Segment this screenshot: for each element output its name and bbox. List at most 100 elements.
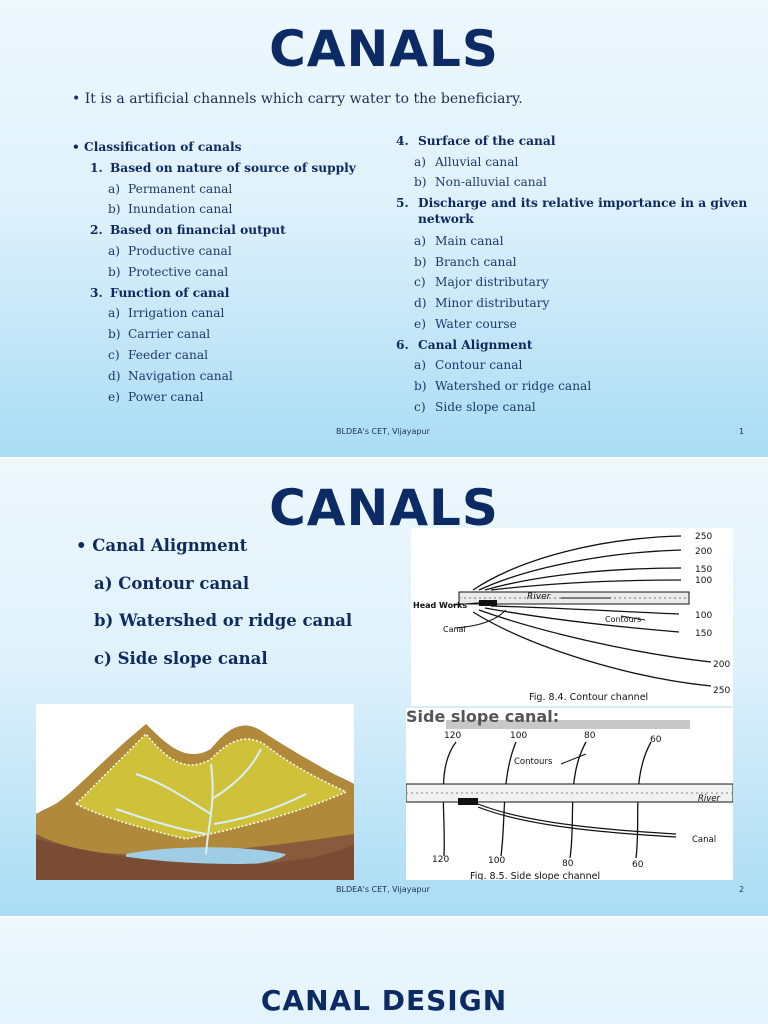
- list-marker: e): [108, 389, 120, 404]
- list-marker: d): [108, 368, 121, 383]
- intro-bullet: • It is a artificial channels which carr…: [72, 91, 523, 107]
- slide-title: CANALS: [269, 479, 499, 537]
- classification-item: b) Protective canal: [108, 265, 228, 279]
- classification-item: a) Irrigation canal: [108, 306, 224, 320]
- classification-item: a) Productive canal: [108, 244, 232, 258]
- classification-item: e) Power canal: [108, 390, 204, 404]
- figure-caption: Fig. 8.4. Contour channel: [529, 692, 648, 703]
- list-marker: c): [108, 348, 120, 362]
- contour-value-bottom: 120: [432, 855, 449, 865]
- list-text: Navigation canal: [128, 368, 233, 383]
- list-text: Contour canal: [435, 358, 523, 372]
- classification-heading: 5. Discharge and its relative importance …: [396, 196, 747, 210]
- list-marker: b): [108, 202, 121, 217]
- list-text: Function of canal: [110, 285, 230, 300]
- contour-channel-figure: 250 200 150 100 100 150 200 250 River He…: [411, 528, 733, 706]
- classification-item: b) Inundation canal: [108, 202, 232, 216]
- list-marker: 5.: [396, 196, 409, 210]
- list-text: Irrigation canal: [128, 306, 225, 321]
- list-text: Non-alluvial canal: [435, 175, 547, 189]
- list-text: Based on nature of source of supply: [110, 160, 356, 175]
- side-slope-channel-figure: Side slope canal: 120 100 80 60 120 100 …: [406, 708, 733, 880]
- slide-title: CANAL DESIGN: [260, 984, 508, 1017]
- list-marker: a): [108, 306, 121, 321]
- classification-item: b) Carrier canal: [108, 327, 210, 341]
- list-marker: b): [414, 175, 427, 189]
- list-marker: 4.: [396, 134, 409, 148]
- list-marker: b): [108, 264, 121, 279]
- list-text: Alluvial canal: [435, 155, 519, 169]
- list-text: Branch canal: [435, 255, 517, 269]
- contours-label: Contours: [514, 757, 553, 767]
- list-text: Minor distributary: [435, 296, 550, 310]
- classification-item: c) Feeder canal: [108, 348, 208, 362]
- list-text: network: [418, 212, 474, 226]
- contour-channel-diagram: 250 200 150 100 100 150 200 250 River He…: [413, 532, 730, 703]
- alignment-item: c) Side slope canal: [94, 649, 268, 668]
- classification-item: a)Alluvial canal: [414, 155, 518, 169]
- terrain-illustration: [36, 724, 354, 880]
- contour-label-bottom: 150: [695, 629, 712, 639]
- list-text: Main canal: [435, 234, 504, 248]
- classification-item: e) Water course: [414, 317, 517, 331]
- slide-footer: BLDEA's CET, Vijayapur: [336, 885, 430, 894]
- contour-label-top: 100: [695, 576, 712, 586]
- slide-1: CANALS • It is a artificial channels whi…: [0, 0, 768, 457]
- contour-value-top: 120: [444, 731, 461, 741]
- list-text: Based on financial output: [110, 223, 286, 238]
- list-text: Power canal: [128, 389, 204, 404]
- contour-label-bottom: 200: [713, 660, 730, 670]
- slide-footer: BLDEA's CET, Vijayapur: [336, 427, 430, 436]
- contour-value-bottom: 100: [488, 856, 505, 866]
- list-text: Feeder canal: [128, 348, 209, 362]
- list-marker: b): [414, 379, 427, 393]
- list-text: Canal Alignment: [418, 338, 533, 352]
- classification-item: b) Non-alluvial canal: [414, 175, 547, 189]
- classification-item: c)Side slope canal: [414, 400, 536, 414]
- contours-label: Contours: [605, 615, 641, 624]
- contour-value-top: 60: [650, 735, 662, 745]
- list-marker: •: [72, 140, 80, 154]
- classification-item: d) Navigation canal: [108, 369, 233, 383]
- alignment-item: b) Watershed or ridge canal: [94, 611, 353, 630]
- watershed-terrain-image: [36, 704, 354, 880]
- list-marker: a): [414, 234, 427, 248]
- list-text: Watershed or ridge canal: [435, 379, 592, 393]
- list-marker: b): [108, 327, 121, 342]
- list-marker: a): [108, 181, 121, 196]
- list-marker: b): [414, 255, 427, 269]
- classification-heading: 6. Canal Alignment: [396, 338, 532, 352]
- classification-item: b) Branch canal: [414, 255, 517, 269]
- list-text: Major distributary: [435, 275, 549, 289]
- head-works-label: Head Works: [413, 601, 467, 610]
- classification-heading: network: [396, 212, 474, 226]
- list-marker: 1.: [90, 160, 103, 175]
- page-number: 2: [739, 885, 745, 894]
- list-text: Inundation canal: [128, 202, 233, 217]
- contour-value-top: 80: [584, 731, 596, 741]
- classification-item: b) Watershed or ridge canal: [414, 379, 591, 393]
- list-text: Surface of the canal: [418, 134, 556, 148]
- list-text: Discharge and its relative importance in…: [418, 196, 748, 210]
- classification-heading: 3.Function of canal: [90, 286, 229, 300]
- list-text: Classification of canals: [84, 140, 242, 154]
- list-marker: 2.: [90, 223, 103, 238]
- classification-item: a) Main canal: [414, 234, 503, 248]
- classification-heading: 4. Surface of the canal: [396, 134, 555, 148]
- slide-title: CANALS: [269, 20, 499, 78]
- list-text: Carrier canal: [128, 327, 211, 342]
- list-marker: d): [414, 296, 427, 310]
- canal-label: Canal: [692, 835, 716, 845]
- list-marker: 6.: [396, 338, 409, 352]
- list-text: Water course: [435, 317, 517, 331]
- list-marker: e): [414, 317, 426, 331]
- classification-item: c)Major distributary: [414, 275, 549, 289]
- classification-item: d) Minor distributary: [414, 296, 549, 310]
- side-slope-diagram: Side slope canal: 120 100 80 60 120 100 …: [406, 708, 733, 880]
- classification-heading: 1. Based on nature of source of supply: [90, 161, 356, 175]
- list-text: Productive canal: [128, 244, 232, 258]
- contour-value-top: 100: [510, 731, 527, 741]
- list-marker: a): [414, 358, 427, 372]
- list-marker: a): [108, 244, 121, 258]
- list-text: Protective canal: [128, 264, 229, 279]
